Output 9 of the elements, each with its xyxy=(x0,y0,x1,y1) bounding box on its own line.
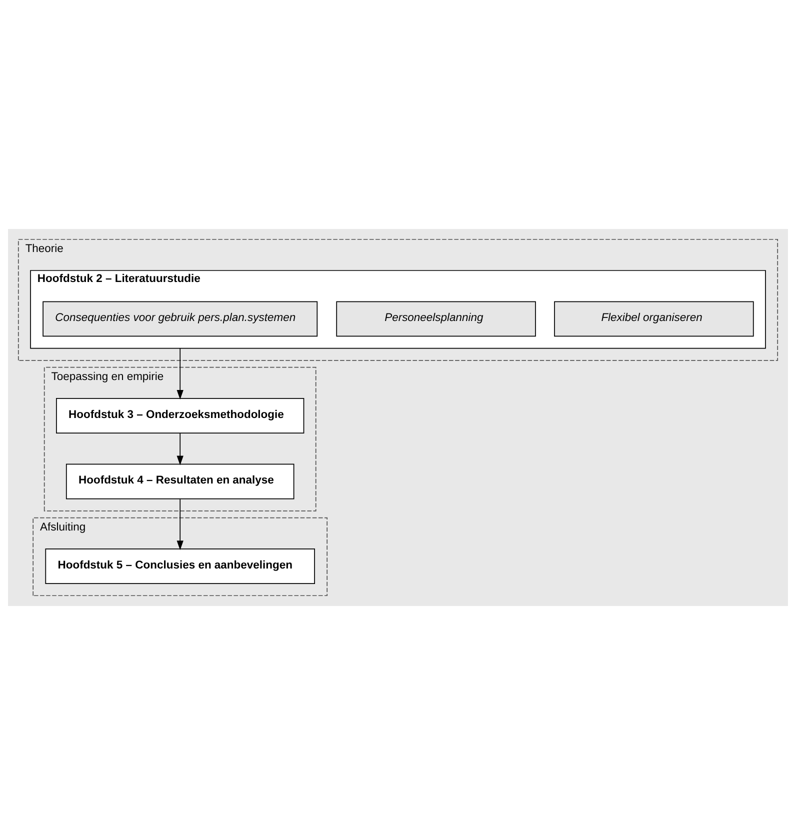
arrow xyxy=(176,347,184,400)
arrow xyxy=(176,432,184,465)
node-box: Consequenties voor gebruik pers.plan.systemen xyxy=(42,300,318,336)
node-box: Flexibel organiseren xyxy=(554,300,754,336)
arrow xyxy=(176,498,184,550)
node-box: Hoofdstuk 5 – Conclusies en aanbevelingen xyxy=(45,548,315,584)
node-box: Hoofdstuk 4 – Resultaten en analyse xyxy=(66,463,294,499)
node-box: Personeelsplanning xyxy=(336,300,536,336)
node-box: Hoofdstuk 3 – Onderzoeksmethodologie xyxy=(56,398,304,433)
